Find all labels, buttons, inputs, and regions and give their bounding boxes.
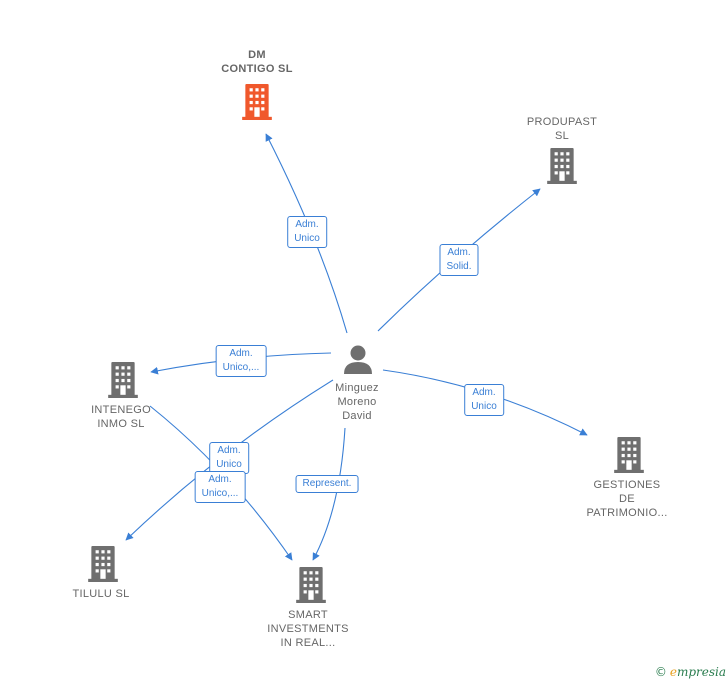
company-name-line: DM	[248, 49, 266, 61]
company-label-produpast[interactable]: PRODUPAST SL	[527, 115, 597, 143]
building-icon-smart[interactable]	[296, 567, 326, 603]
company-name-line: SMART	[288, 609, 328, 621]
edge-smart-represent	[312, 427, 346, 561]
relation-label-smart-b[interactable]: Represent.	[295, 475, 359, 493]
company-name-line: IN REAL...	[280, 637, 336, 649]
person-name-line: Minguez	[335, 382, 379, 394]
relation-label-produpast[interactable]: Adm. Solid.	[439, 244, 479, 276]
relation-text: Represent.	[302, 478, 352, 489]
company-name-line: GESTIONES	[593, 479, 661, 491]
company-label-tilulu[interactable]: TILULU SL	[72, 587, 129, 601]
company-label-dm-contigo[interactable]: DM CONTIGO SL	[221, 48, 292, 76]
relation-text: Unico,...	[222, 362, 260, 373]
relation-label-dm-contigo[interactable]: Adm. Unico	[287, 216, 327, 248]
relation-text: Unico,...	[201, 488, 239, 499]
relation-label-tilulu[interactable]: Adm. Unico	[209, 442, 249, 474]
person-icon[interactable]	[344, 345, 372, 375]
relation-text: Unico	[216, 459, 242, 470]
building-icon-intenego[interactable]	[108, 362, 138, 398]
company-label-smart[interactable]: SMART INVESTMENTS IN REAL...	[267, 608, 349, 650]
company-name-line: SL	[554, 130, 570, 142]
relation-text: Adm.	[229, 348, 253, 359]
building-icon-tilulu[interactable]	[88, 546, 118, 582]
relation-text: Adm.	[217, 445, 241, 456]
company-name-line: INTENEGO	[91, 404, 151, 416]
person-label[interactable]: Minguez Moreno David	[335, 381, 379, 423]
brand-logo-text: mpresia	[676, 665, 726, 679]
brand-watermark: ©empresia	[655, 665, 726, 679]
building-icon-gestiones[interactable]	[614, 437, 644, 473]
relation-text: Solid.	[446, 261, 472, 272]
person-name-line: David	[342, 410, 372, 422]
relation-label-gestiones[interactable]: Adm. Unico	[464, 384, 504, 416]
relation-text: Adm.	[447, 247, 471, 258]
relation-text: Unico	[471, 401, 497, 412]
relation-label-intenego[interactable]: Adm. Unico,...	[215, 345, 267, 377]
relation-text: Adm.	[472, 387, 496, 398]
company-label-intenego[interactable]: INTENEGO INMO SL	[91, 403, 151, 431]
nodes	[88, 84, 644, 603]
company-name-line: TILULU SL	[72, 588, 130, 600]
brand-logo-initial: e	[669, 665, 677, 679]
company-name-line: INVESTMENTS	[267, 623, 349, 635]
building-icon-produpast[interactable]	[547, 148, 577, 184]
company-label-gestiones[interactable]: GESTIONES DE PATRIMONIO...	[586, 478, 667, 520]
company-name-line: PRODUPAST	[526, 116, 598, 128]
person-name-line: Moreno	[337, 396, 377, 408]
company-name-line: DE	[619, 493, 635, 505]
company-name-line: PATRIMONIO...	[586, 507, 668, 519]
building-icon-dm-contigo[interactable]	[242, 84, 272, 120]
relation-text: Adm.	[208, 474, 232, 485]
company-name-line: CONTIGO SL	[221, 63, 293, 75]
relation-text: Adm.	[295, 219, 319, 230]
company-name-line: INMO SL	[97, 418, 145, 430]
copyright-symbol: ©	[654, 665, 667, 679]
relation-label-smart-a[interactable]: Adm. Unico,...	[194, 471, 246, 503]
relation-text: Unico	[294, 233, 320, 244]
